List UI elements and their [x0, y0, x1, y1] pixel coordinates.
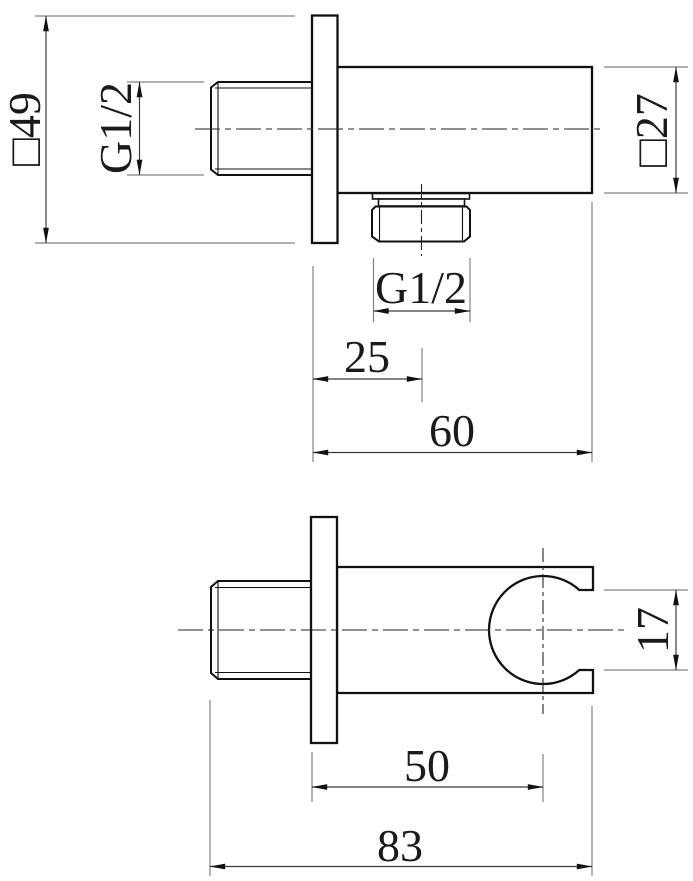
dim-label-overall-projection: 83 [377, 820, 423, 871]
dim-overall-projection: 83 [209, 700, 593, 876]
dim-outlet-thread: G1/2 [372, 258, 471, 322]
holder-view: 17 50 83 [178, 515, 688, 876]
dim-body-square: □27 [604, 66, 688, 194]
dim-label-inlet-thread: G1/2 [90, 82, 141, 174]
dim-inlet-thread: G1/2 [90, 81, 204, 176]
dim-holder-opening: 17 [604, 589, 688, 671]
dim-label-holder-center-offset: 50 [404, 740, 450, 791]
dim-label-body-projection: 60 [429, 405, 475, 456]
dim-label-plate-square: □49 [0, 92, 50, 166]
outlet-body-outline [335, 65, 594, 195]
outlet-view: □49 G1/2 □27 G1/2 25 [0, 14, 688, 462]
dim-label-body-square: □27 [626, 93, 677, 167]
dim-label-holder-opening: 17 [627, 607, 678, 653]
dim-plate-square: □49 [0, 15, 295, 244]
dim-body-projection: 60 [312, 202, 593, 462]
dim-outlet-offset: 25 [312, 266, 423, 462]
dim-holder-center-offset: 50 [311, 740, 544, 802]
dim-label-outlet-offset: 25 [344, 331, 390, 382]
dim-label-outlet-thread: G1/2 [375, 262, 467, 313]
